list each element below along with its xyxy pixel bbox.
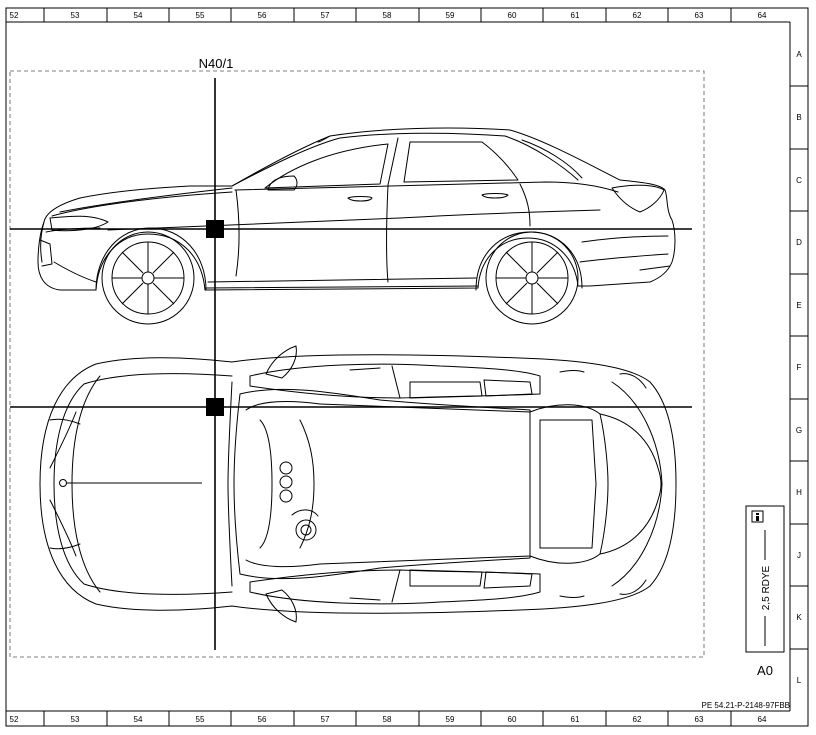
row-label: K [796,613,802,622]
col-label-top: 64 [758,11,767,20]
col-label-bottom: 64 [758,715,767,724]
drawing-area-boundary [9,70,705,658]
col-label-top: 55 [196,11,205,20]
row-label: H [796,488,802,497]
col-label-bottom: 52 [10,715,19,724]
wire-info-box: 2,5 RDYE [745,505,785,653]
col-label-top: 58 [383,11,392,20]
row-label: F [797,363,802,372]
component-label: N40/1 [199,56,234,71]
col-label-top: 61 [571,11,580,20]
row-label: C [796,176,802,185]
row-label: G [796,426,802,435]
col-label-bottom: 63 [695,715,704,724]
col-label-bottom: 55 [196,715,205,724]
col-label-bottom: 54 [134,715,143,724]
col-label-top: 54 [134,11,143,20]
col-label-bottom: 56 [258,715,267,724]
row-dividers [790,85,808,650]
col-label-bottom: 58 [383,715,392,724]
component-marker-top [206,398,224,416]
col-label-bottom: 60 [508,715,517,724]
connector-label: A0 [757,663,773,678]
row-label: D [796,238,802,247]
drawing-frame [5,7,809,727]
row-label: B [796,113,801,122]
col-label-bottom: 53 [71,715,80,724]
col-label-bottom: 61 [571,715,580,724]
col-label-top: 63 [695,11,704,20]
car-side-view [37,127,676,291]
row-label: E [796,301,801,310]
row-label: J [797,551,801,560]
col-label-top: 59 [446,11,455,20]
col-label-top: 56 [258,11,267,20]
col-label-top: 57 [321,11,330,20]
col-label-bottom: 57 [321,715,330,724]
column-dividers [43,8,732,726]
col-label-top: 52 [10,11,19,20]
col-label-bottom: 62 [633,715,642,724]
component-marker-side [206,220,224,238]
col-label-top: 53 [71,11,80,20]
row-label: L [797,676,802,685]
document-id: PE 54.21-P-2148-97FBB [702,701,791,710]
car-side-wheels [101,231,579,325]
row-label: A [796,50,802,59]
col-label-bottom: 59 [446,715,455,724]
info-icon [751,510,764,523]
car-top-view [39,345,677,623]
col-label-top: 62 [633,11,642,20]
front-reference-marker [59,479,202,487]
wire-label: 2,5 RDYE [761,565,772,610]
col-label-top: 60 [508,11,517,20]
location-crosshairs [10,78,692,650]
